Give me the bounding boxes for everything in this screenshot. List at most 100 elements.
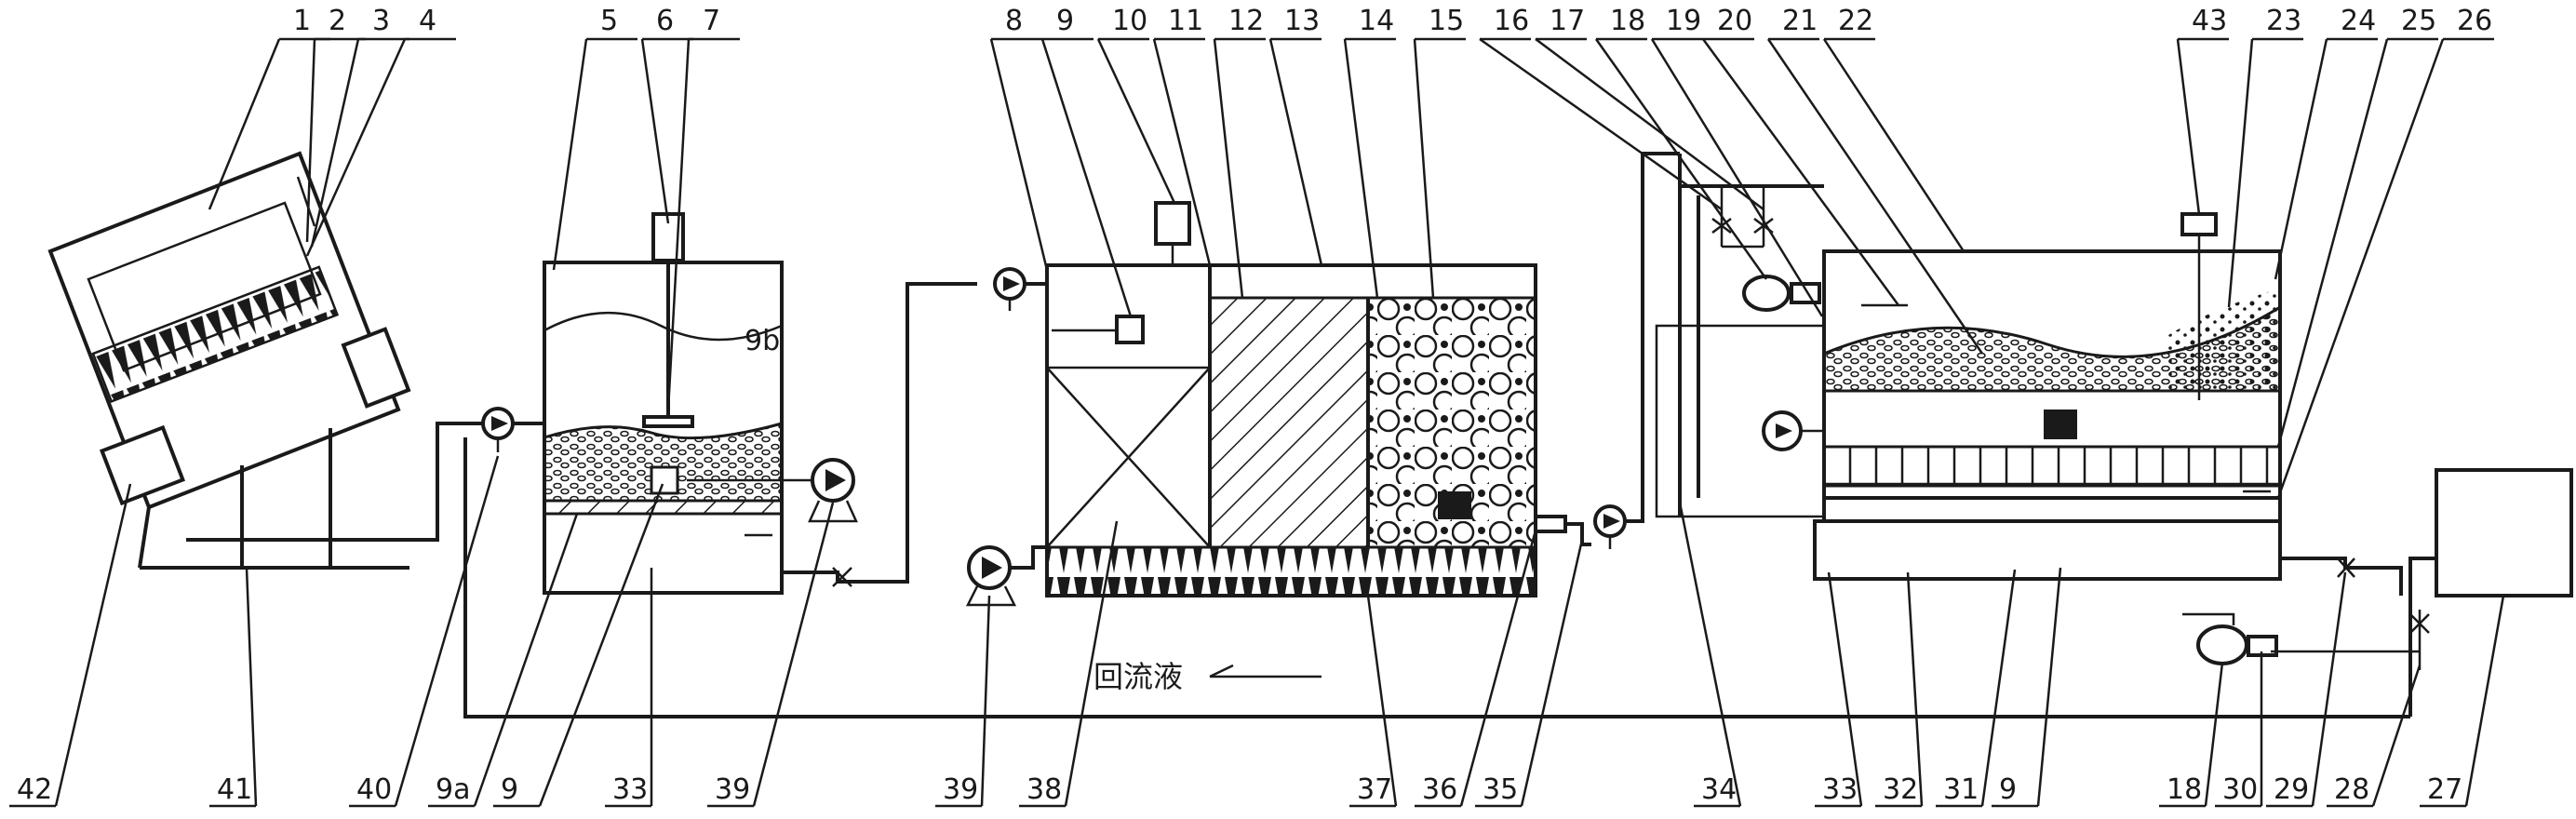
leader-line [1479, 37, 1723, 211]
label-top-14: 14 [1359, 5, 1394, 37]
label-top-43: 43 [2192, 5, 2227, 37]
leader-line [2204, 662, 2224, 807]
leader-line [2227, 38, 2254, 308]
leader-line [2036, 567, 2062, 807]
leader-line [1459, 530, 1537, 807]
leader-line [752, 502, 835, 807]
label-top-15: 15 [1429, 5, 1464, 37]
leader-line [640, 38, 670, 224]
leader-line [1766, 38, 1984, 355]
reactor-tank [965, 152, 1680, 607]
leader-line [1980, 569, 2017, 807]
leader-line [305, 38, 316, 243]
label-bottom-18: 18 [2167, 773, 2202, 806]
label-top-19: 19 [1666, 5, 1701, 37]
label-9b: 9b [745, 325, 780, 357]
label-top-9: 9 [1056, 5, 1074, 37]
leader-line [2276, 38, 2389, 448]
regulating-tank [543, 212, 977, 595]
leader-line [1096, 38, 1176, 204]
label-bottom-42: 42 [17, 773, 52, 806]
leader-line [552, 38, 588, 271]
label-top-23: 23 [2266, 5, 2301, 37]
leader-line [1535, 37, 1764, 211]
label-bottom-9a: 9a [436, 773, 470, 806]
leader-line [666, 38, 691, 410]
label-bottom-28: 28 [2334, 773, 2369, 806]
label-top-26: 26 [2457, 5, 2492, 37]
label-bottom-36: 36 [1422, 773, 1457, 806]
leader-line [208, 38, 281, 210]
leader-line [1594, 38, 1768, 280]
leader-line [2274, 38, 2328, 280]
leader-line [980, 595, 991, 807]
label-top-21: 21 [1782, 5, 1818, 37]
leader-line [1701, 38, 1900, 306]
leader-line [1064, 520, 1119, 807]
leader-line [1268, 38, 1323, 266]
label-bottom-40: 40 [356, 773, 392, 806]
label-bottom-37: 37 [1357, 773, 1392, 806]
leader-line [1152, 38, 1212, 266]
label-bottom-35: 35 [1483, 773, 1518, 806]
reflux-label: 回流液 [1093, 659, 1183, 694]
leader-line [538, 483, 664, 807]
label-bottom-41: 41 [217, 773, 252, 806]
label-top-24: 24 [2341, 5, 2376, 37]
leader-line [1520, 539, 1584, 807]
label-top-25: 25 [2401, 5, 2436, 37]
label-top-18: 18 [1610, 5, 1645, 37]
leader-line [1213, 38, 1244, 299]
leader-line [2276, 38, 2445, 499]
label-bottom-33: 33 [1822, 773, 1858, 806]
tank-27 [2408, 468, 2573, 717]
label-top-20: 20 [1717, 5, 1752, 37]
leader-line [2464, 595, 2505, 807]
leader-line [305, 38, 407, 257]
label-bottom-34: 34 [1701, 773, 1737, 806]
label-top-1: 1 [293, 5, 311, 37]
label-top-2: 2 [329, 5, 346, 37]
label-top-12: 12 [1228, 5, 1264, 37]
leader-line [54, 483, 132, 807]
label-bottom-39: 39 [715, 773, 750, 806]
label-bottom-9: 9 [1999, 773, 2017, 806]
label-top-11: 11 [1168, 5, 1203, 37]
leader-line [1040, 38, 1133, 317]
label-top-16: 16 [1494, 5, 1529, 37]
leader-line [1343, 38, 1379, 299]
reflux-line: 回流液 [463, 437, 2410, 718]
pump-40 [481, 407, 544, 452]
label-bottom-9: 9 [501, 773, 518, 806]
label-bottom-27: 27 [2427, 773, 2462, 806]
label-top-5: 5 [600, 5, 618, 37]
leader-line [473, 513, 579, 807]
label-top-17: 17 [1550, 5, 1585, 37]
label-bottom-30: 30 [2222, 773, 2258, 806]
label-bottom-31: 31 [1943, 773, 1979, 806]
leader-line [1366, 595, 1398, 807]
leader-line [989, 38, 1049, 271]
settling-unit [1655, 154, 2430, 670]
leader-line [1827, 571, 1863, 807]
label-bottom-39: 39 [943, 773, 978, 806]
leader-line [2311, 571, 2347, 807]
leader-line [2176, 38, 2201, 215]
leader-line [1822, 38, 1966, 252]
leader-line [1678, 502, 1742, 807]
label-top-4: 4 [419, 5, 436, 37]
label-bottom-32: 32 [1883, 773, 1918, 806]
label-top-8: 8 [1005, 5, 1023, 37]
leader-line [310, 38, 360, 248]
label-top-13: 13 [1284, 5, 1320, 37]
leader-line [1906, 571, 1924, 807]
label-top-3: 3 [372, 5, 390, 37]
leader-line [394, 455, 500, 807]
leader-line [2371, 665, 2422, 807]
label-bottom-38: 38 [1026, 773, 1062, 806]
label-top-6: 6 [656, 5, 674, 37]
leader-line [245, 567, 258, 807]
